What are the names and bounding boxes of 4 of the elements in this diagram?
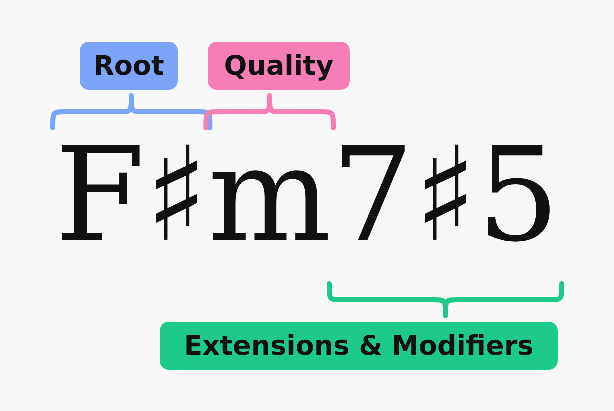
chord-symbol: F♯m7♯5	[55, 130, 560, 260]
category-tag: Root	[80, 42, 178, 90]
category-tag: Extensions & Modifiers	[160, 322, 558, 370]
category-tag: Quality	[208, 42, 350, 90]
